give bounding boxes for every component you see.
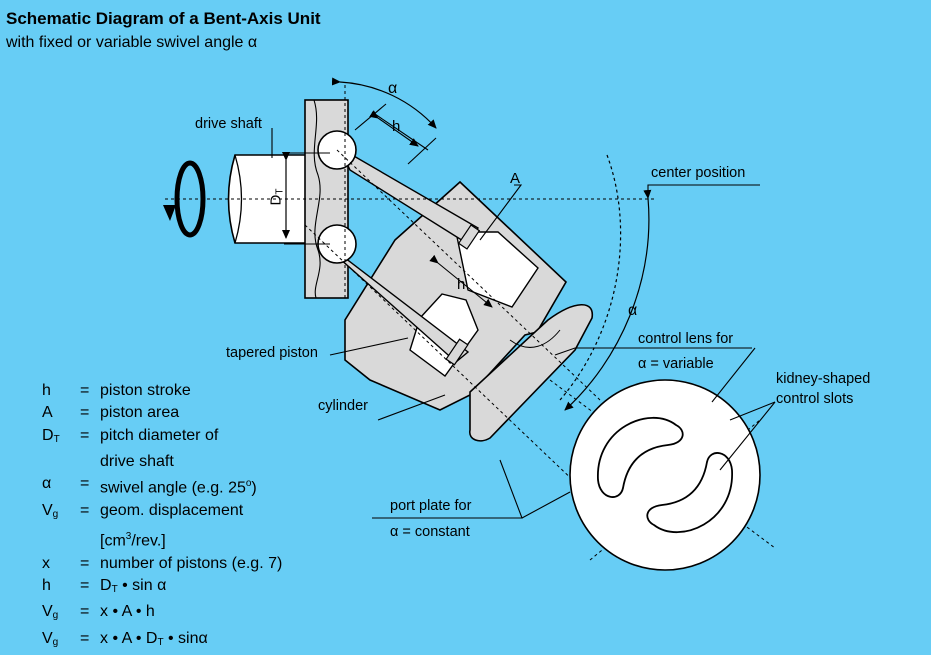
label-drive-shaft: drive shaft <box>195 116 262 132</box>
legend-row-Vg-formula1: Vg=x • A • h <box>42 603 155 622</box>
label-cylinder: cylinder <box>318 398 368 414</box>
label-port-plate-line2: α = constant <box>390 524 470 540</box>
label-alpha-top: α <box>388 80 398 97</box>
diagram-subtitle: with fixed or variable swivel angle α <box>6 34 258 51</box>
legend-row-Vg-cont: [cm3/rev.] <box>100 531 166 550</box>
label-h-top: h <box>392 118 401 135</box>
legend-row-Vg: Vg=geom. displacement <box>42 501 244 520</box>
kidney-slot-right <box>646 452 733 534</box>
legend-row-DT: DT=pitch diameter of <box>42 426 219 445</box>
legend-row-DT-cont: drive shaft <box>100 452 174 470</box>
alpha-arc-top <box>331 77 437 129</box>
label-h-mid: h <box>457 276 466 293</box>
legend-row-A: A=piston area <box>42 404 180 422</box>
legend-row-Vg-formula2: Vg=x • A • DT • sinα <box>42 629 208 648</box>
formula-legend: h=piston stroke A=piston area DT=pitch d… <box>42 380 282 654</box>
label-tapered-piston: tapered piston <box>226 345 318 361</box>
diagram-title: Schematic Diagram of a Bent-Axis Unit <box>6 9 321 28</box>
kidney-slot-left <box>597 416 684 498</box>
label-control-lens-line2: α = variable <box>638 356 714 372</box>
stroke-dimension-mid <box>429 254 493 308</box>
alpha-arc-right <box>564 189 652 411</box>
legend-row-x: x=number of pistons (e.g. 7) <box>42 554 283 572</box>
port-plate-disc <box>569 379 761 571</box>
label-kidney-line1: kidney-shaped <box>776 371 871 387</box>
legend-row-h: h=piston stroke <box>42 382 191 399</box>
label-center-position: center position <box>651 165 746 181</box>
label-port-plate-line1: port plate for <box>390 498 472 514</box>
label-control-lens-line1: control lens for <box>638 331 734 347</box>
leader-lines <box>271 128 776 519</box>
label-DT: DT <box>267 188 286 206</box>
legend-row-alpha: α=swivel angle (e.g. 25o) <box>42 475 257 497</box>
label-piston-area-A: A <box>510 170 521 187</box>
label-alpha-right: α <box>628 302 638 319</box>
label-kidney-line2: control slots <box>776 391 854 407</box>
legend-row-h-formula: h=DT • sin α <box>42 577 167 596</box>
stroke-dimension-top <box>354 103 437 165</box>
